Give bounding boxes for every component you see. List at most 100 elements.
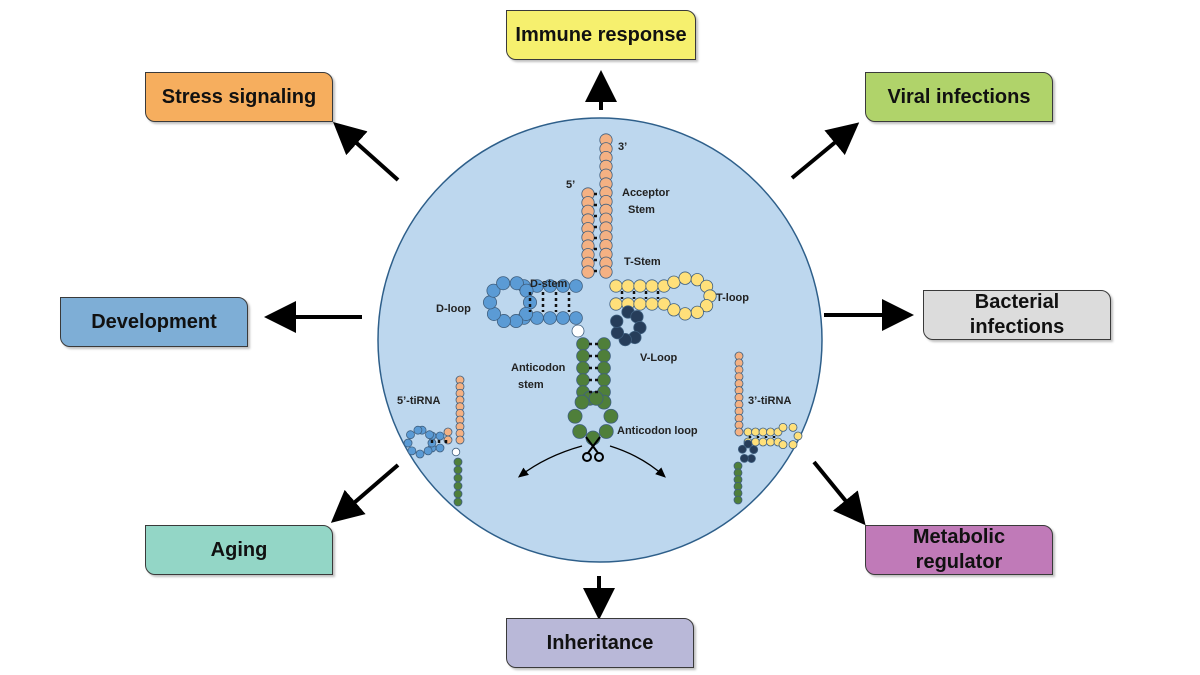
tirna3-nucleotide: [749, 445, 759, 454]
t-loop-nucleotide: [667, 303, 681, 317]
d-arm-nucleotide: [569, 279, 583, 293]
tirna3-nucleotide: [751, 437, 760, 447]
anticodon-nucleotide: [576, 337, 590, 351]
anticodon-nucleotide: [597, 373, 611, 387]
tirna5-nucleotide: [435, 443, 445, 453]
v-loop-label: V-Loop: [640, 352, 678, 364]
d-arm-nucleotide: [556, 311, 570, 325]
arrow-viral: [790, 122, 860, 180]
tirna3-nucleotide: [766, 437, 775, 447]
d-loop-nucleotide: [509, 276, 524, 291]
tirna5-nucleotide: [451, 447, 461, 457]
cleavage-arrow-left: [517, 445, 583, 478]
tirna3-nucleotide: [758, 437, 768, 447]
arrow-stress: [333, 122, 400, 182]
tirna5-nucleotide: [453, 473, 463, 483]
tirna5-nucleotide: [453, 489, 463, 499]
three-prime-label: 3’: [618, 141, 627, 153]
tirna3-nucleotide: [743, 439, 753, 449]
anticodon-nucleotide: [597, 349, 611, 363]
d-loop-nucleotide: [486, 283, 501, 298]
t-loop-nucleotide: [678, 307, 692, 321]
tirna5-nucleotide: [435, 431, 445, 441]
tirna3-nucleotide: [737, 444, 747, 454]
tirna3-nucleotide: [766, 427, 775, 437]
tirna5-nucleotide: [453, 465, 463, 475]
three-tirna-label: 3’-tiRNA: [748, 395, 791, 407]
tirna3-nucleotide: [778, 440, 788, 450]
t-stem-label: T-Stem: [624, 256, 661, 268]
t-loop-nucleotide: [690, 273, 704, 287]
tirna3-nucleotide: [733, 495, 743, 505]
anticodon-nucleotide: [576, 373, 590, 387]
cleavage-arrow-right: [609, 445, 666, 478]
d-stem-label: D-stem: [530, 278, 568, 290]
arrow-metabolic: [812, 460, 866, 526]
bacterial-infections-box: Bacterial infections: [923, 290, 1111, 340]
metabolic-regulator-box: Metabolic regulator: [865, 525, 1053, 575]
t-loop-label: T-loop: [716, 292, 749, 304]
tirna5-nucleotide: [403, 438, 413, 448]
anticodon-loop-nucleotide: [603, 408, 619, 424]
anticodon-loop-nucleotide: [567, 408, 583, 424]
viral-infections-box: Viral infections: [865, 72, 1053, 122]
v-loop-nucleotide: [630, 310, 644, 324]
anticodon-loop-nucleotide: [585, 430, 601, 446]
immune-response-box: Immune response: [506, 10, 696, 60]
d-arm-nucleotide: [569, 311, 583, 325]
t-loop-nucleotide: [678, 271, 692, 285]
tarm-nucleotide: [633, 297, 647, 311]
tirna5-nucleotide: [406, 430, 415, 440]
arrows: [264, 70, 914, 620]
d-loop-nucleotide: [509, 314, 524, 329]
tirna5-nucleotide: [423, 446, 433, 456]
d-loop-nucleotide: [483, 295, 498, 310]
tarm-nucleotide: [633, 279, 647, 293]
inheritance-box: Inheritance: [506, 618, 694, 668]
tirna5-nucleotide: [453, 497, 463, 507]
anticodon-nucleotide: [597, 361, 611, 375]
tirna5-nucleotide: [453, 481, 463, 491]
base-pair-bonds: [430, 192, 776, 444]
anticodon-loop-nucleotide: [574, 394, 590, 410]
anticodon-loop-nucleotide: [598, 424, 614, 439]
aging-box: Aging: [145, 525, 333, 575]
development-box: Development: [60, 297, 248, 347]
anticodon-nucleotide: [576, 349, 590, 363]
tarm-nucleotide: [621, 279, 635, 293]
tirna5-nucleotide: [407, 446, 417, 456]
tirna3-nucleotide: [743, 427, 753, 437]
v-loop-nucleotide: [610, 314, 624, 328]
stress-signaling-box: Stress signaling: [145, 72, 333, 122]
tirna5-nucleotide: [413, 425, 423, 435]
d-loop-nucleotide: [496, 276, 511, 291]
t-loop-nucleotide: [699, 299, 714, 313]
tirna5-nucleotide: [443, 427, 453, 437]
junction-nucleotide: [571, 324, 585, 338]
tirna3-nucleotide: [778, 422, 788, 432]
anticodon-loop-nucleotide: [588, 390, 604, 406]
tirna3-nucleotide: [751, 427, 760, 437]
tarm-nucleotide: [645, 279, 659, 293]
tarm-nucleotide: [645, 297, 659, 311]
t-loop-nucleotide: [690, 305, 704, 319]
tirna3-nucleotide: [758, 427, 768, 437]
d-loop-label: D-loop: [436, 303, 471, 315]
tirna3-nucleotide: [788, 422, 798, 432]
d-loop-nucleotide: [496, 314, 511, 329]
tirna5-nucleotide: [453, 457, 463, 467]
five-prime-label: 5’: [566, 179, 575, 191]
tirna3-nucleotide: [788, 440, 798, 450]
arrow-aging: [330, 463, 400, 523]
five-tirna-label: 5’-tiRNA: [397, 395, 440, 407]
acceptor-nucleotide: [599, 265, 613, 279]
anticodon-nucleotide: [597, 337, 611, 351]
tarm-nucleotide: [609, 279, 623, 293]
v-loop-nucleotide: [610, 326, 625, 340]
tarm-nucleotide: [609, 297, 623, 311]
anticodon-loop-label: Anticodon loop: [617, 425, 698, 437]
tirna3-nucleotide: [793, 431, 803, 441]
acceptor-nucleotide: [581, 265, 595, 279]
